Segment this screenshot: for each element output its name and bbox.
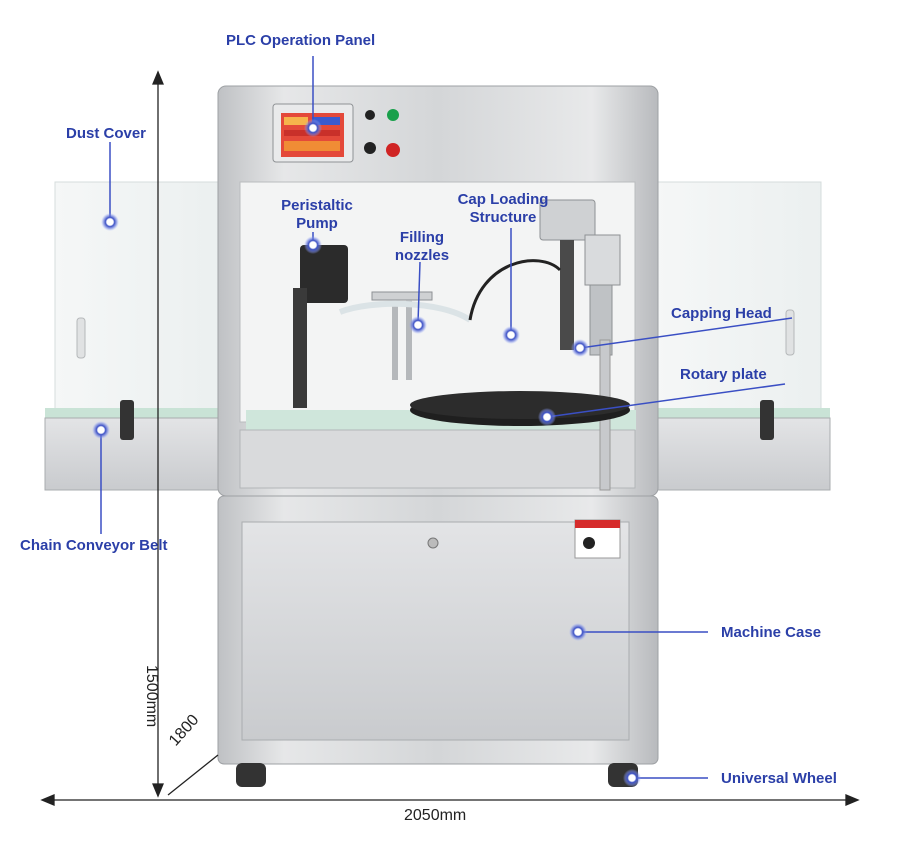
peristaltic-pump [293, 245, 348, 408]
label-capping-head: Capping Head [671, 305, 772, 322]
label-filling-line2: nozzles [394, 247, 450, 264]
dimension-height: 1500mm [143, 665, 160, 728]
label-cap-loading-structure: Cap Loading Structure [443, 191, 563, 227]
universal-wheel [236, 763, 638, 787]
machine-case [217, 495, 659, 765]
callout-dots [92, 119, 641, 787]
label-filling-line1: Filling [399, 229, 445, 246]
dust-cover-left [54, 181, 221, 413]
label-machine-case: Machine Case [721, 624, 822, 641]
label-peristaltic-pump: Peristaltic Pump [262, 197, 372, 233]
label-chain-conveyor-belt: Chain Conveyor Belt [20, 537, 168, 554]
label-rotary-plate: Rotary plate [680, 366, 767, 383]
label-universal-wheel: Universal Wheel [721, 770, 837, 787]
cap-loading-structure [468, 199, 596, 350]
rotary-plate [410, 391, 630, 426]
label-dust-cover: Dust Cover [66, 125, 147, 142]
label-cap-loading-line2: Structure [469, 209, 537, 226]
callout-lines [100, 56, 793, 779]
dimension-width: 2050mm [404, 807, 467, 824]
dimension-lines [40, 70, 860, 806]
dust-cover-right [655, 181, 822, 413]
label-plc-operation-panel: PLC Operation Panel [226, 32, 376, 49]
filling-nozzles [338, 291, 472, 380]
label-cap-loading-line1: Cap Loading [457, 191, 549, 208]
label-peristaltic-line1: Peristaltic [281, 197, 353, 214]
label-peristaltic-line2: Pump [296, 215, 338, 232]
label-filling-nozzles: Filling nozzles [372, 229, 472, 265]
